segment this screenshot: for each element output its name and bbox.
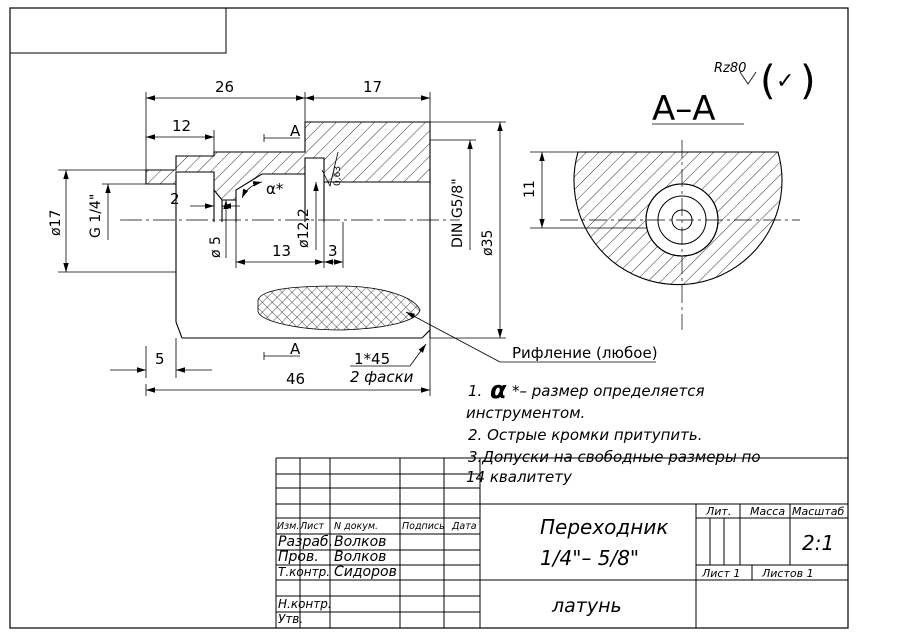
dim-2: 2 bbox=[170, 190, 180, 208]
dim-phi5: ø 5 bbox=[208, 236, 224, 258]
dim-chamfer: 1*45 bbox=[354, 350, 390, 368]
tb-razrab-label: Разраб. bbox=[278, 534, 333, 550]
section-view: A–A Rz80 ( ✓ ) bbox=[530, 58, 816, 330]
tb-col-data: Дата bbox=[451, 521, 477, 532]
note-3: 3.Допуски на свободные размеры по bbox=[468, 448, 761, 466]
roughness-close-paren: ) bbox=[800, 58, 816, 104]
roughness-open-paren: ( bbox=[760, 58, 776, 104]
tb-col-izm: Изм. bbox=[277, 521, 299, 532]
tb-name-line2: 1/4"– 5/8" bbox=[540, 546, 639, 570]
knurl-label: Рифление (любое) bbox=[512, 344, 658, 362]
note-1-prefix: 1. bbox=[468, 382, 482, 400]
tb-sheets: Листов 1 bbox=[761, 567, 814, 580]
section-title: A–A bbox=[652, 89, 716, 129]
part-side-view bbox=[120, 121, 460, 339]
technical-notes: 1. α *– размер определяется инструментом… bbox=[466, 376, 761, 486]
tb-prov-label: Пров. bbox=[278, 549, 319, 565]
dim-din: DIN G5/8" bbox=[450, 178, 466, 248]
tb-name-line1: Переходник bbox=[540, 515, 668, 539]
roughness-value: Rz80 bbox=[714, 61, 746, 76]
note-1-cont: инструментом. bbox=[466, 404, 585, 422]
tb-nkontr-label: Н.контр. bbox=[278, 597, 332, 611]
note-3-cont: 14 квалитету bbox=[466, 468, 573, 486]
dim-roughness-063: 0,63 bbox=[333, 166, 343, 186]
dim-chamfer-note: 2 фаски bbox=[350, 368, 414, 386]
title-block: Изм. Лист N докум. Подпись Дата Разраб. … bbox=[275, 457, 848, 628]
sheet-frame bbox=[9, 7, 849, 629]
tb-tkontr-name: Сидоров bbox=[334, 564, 397, 580]
dim-phi35: ø35 bbox=[480, 230, 496, 256]
tb-material: латунь bbox=[551, 595, 622, 617]
tb-razrab-name: Волков bbox=[334, 534, 386, 550]
dimension-labels: 26 17 12 2 13 3 5 46 A A α* 1*45 2 фаски… bbox=[48, 78, 658, 388]
dim-11: 11 bbox=[522, 180, 538, 198]
dim-5: 5 bbox=[155, 350, 165, 368]
dim-phi12: ø12,2 bbox=[296, 208, 312, 248]
tb-masshtab: Масштаб bbox=[792, 505, 844, 518]
tb-col-ndoc: N докум. bbox=[334, 521, 378, 532]
dim-3: 3 bbox=[328, 242, 338, 260]
roughness-check-icon: ✓ bbox=[776, 69, 794, 94]
dim-g14: G 1/4" bbox=[88, 194, 104, 238]
note-1-text: *– размер определяется bbox=[512, 382, 704, 400]
tb-tkontr-label: Т.контр. bbox=[278, 565, 330, 579]
dim-12: 12 bbox=[172, 117, 191, 135]
dim-alpha: α* bbox=[266, 180, 284, 198]
note-1-symbol: α bbox=[490, 376, 507, 404]
dim-26: 26 bbox=[215, 78, 234, 96]
dimension-lines bbox=[58, 92, 656, 396]
dim-46: 46 bbox=[286, 370, 305, 388]
tb-prov-name: Волков bbox=[334, 549, 386, 565]
tb-massa: Масса bbox=[750, 505, 785, 518]
knurl-area bbox=[257, 285, 421, 331]
dim-13: 13 bbox=[272, 242, 291, 260]
dim-17: 17 bbox=[363, 78, 382, 96]
tb-col-list: Лист bbox=[299, 521, 325, 532]
tb-sheet: Лист 1 bbox=[701, 567, 740, 580]
tb-utv-label: Утв. bbox=[278, 612, 303, 626]
tb-lit: Лит. bbox=[705, 505, 731, 518]
note-2: 2. Острые кромки притупить. bbox=[468, 426, 702, 444]
section-mark-bottom: A bbox=[290, 340, 301, 358]
section-mark-top: A bbox=[290, 122, 301, 140]
tb-col-podp: Подпись bbox=[402, 521, 445, 532]
tb-scale-value: 2:1 bbox=[802, 531, 834, 555]
dim-phi17: ø17 bbox=[48, 210, 64, 236]
